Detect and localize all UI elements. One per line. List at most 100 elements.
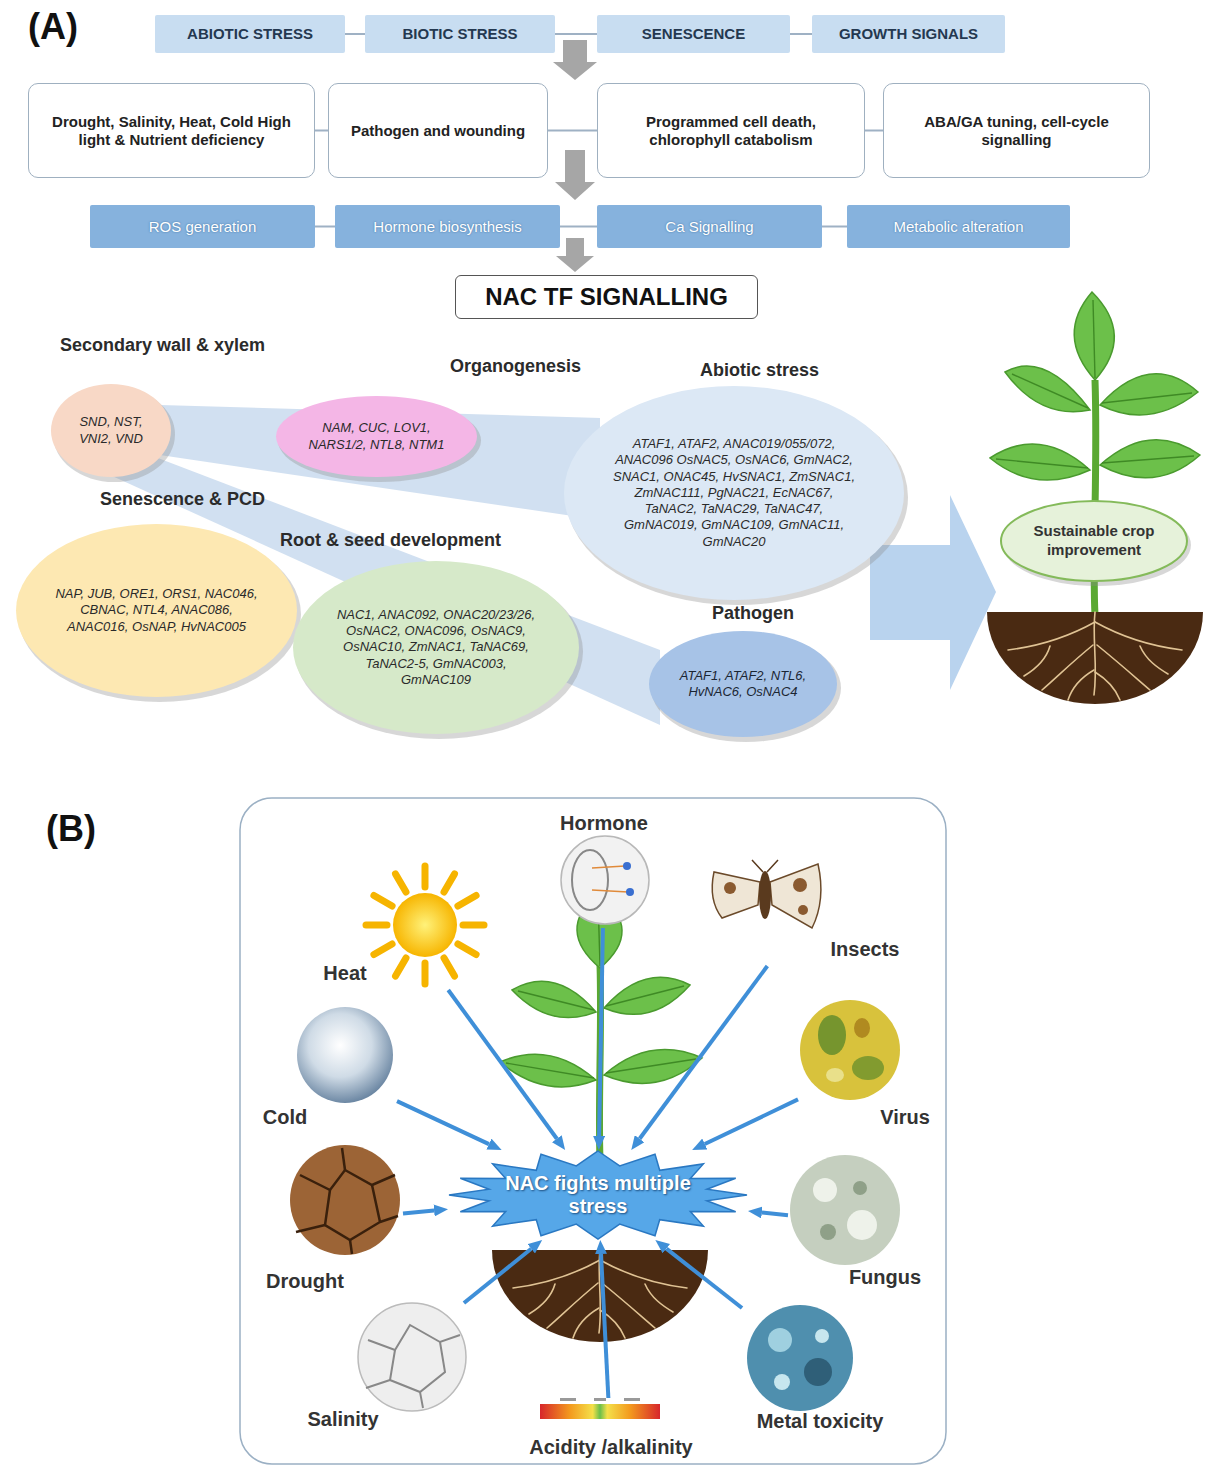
label-holder: Metal toxicity	[757, 1410, 884, 1433]
box-label: Metabolic alteration	[893, 218, 1023, 236]
virus-icon	[852, 1056, 884, 1080]
label-holder: Hormone	[560, 812, 648, 835]
sun-icon	[374, 896, 392, 907]
stress-arrow	[705, 1099, 798, 1144]
gene-list: Sustainable crop improvement	[1024, 522, 1163, 560]
drought-icon	[296, 1148, 398, 1254]
label-holder: Heat	[323, 962, 366, 985]
category-ellipse: Root & seed developmentNAC1, ANAC092, ON…	[280, 530, 584, 740]
stress-label: Cold	[263, 1106, 307, 1129]
stress-icon: Insects	[706, 856, 910, 966]
heading-holder: Organogenesis	[450, 356, 581, 377]
salinity-icon	[390, 1342, 445, 1392]
ellipse-heading: Secondary wall & xylem	[60, 335, 265, 356]
ellipse-heading: Senescence & PCD	[100, 489, 265, 510]
stress-icon: Drought	[263, 1143, 403, 1297]
mechanism-box: ROS generation	[90, 205, 315, 248]
process-box: Drought, Salinity, Heat, Cold High light…	[28, 83, 315, 178]
box-label: Drought, Salinity, Heat, Cold High light…	[39, 113, 304, 149]
sun-icon	[366, 866, 484, 984]
sun-icon	[458, 896, 476, 907]
drought-icon	[325, 1185, 380, 1240]
box-label: ROS generation	[149, 218, 257, 236]
label-holder: Cold	[263, 1106, 307, 1129]
stress-icon: Metal toxicity	[742, 1303, 900, 1437]
gene-list: NAC1, ANAC092, ONAC20/23/26, OsNAC2, ONA…	[329, 607, 542, 688]
category-box: ABIOTIC STRESS	[155, 15, 345, 53]
drought-icon	[350, 1240, 352, 1254]
link-line	[548, 130, 597, 132]
stress-label: Insects	[831, 938, 900, 961]
ellipse-fill	[276, 396, 477, 477]
category-ellipse: Secondary wall & xylemSND, NST, VNI2, VN…	[50, 335, 265, 483]
plant-a	[1102, 456, 1194, 463]
plant-a	[1005, 366, 1090, 412]
body-holder: NAP, JUB, ORE1, ORS1, NAC046, CBNAC, NTL…	[52, 586, 261, 635]
body-holder: SND, NST, VNI2, VND	[66, 414, 156, 447]
salinity-icon	[358, 1303, 466, 1411]
stress-label: Acidity /alkalinity	[529, 1436, 692, 1459]
flow-arrow	[556, 238, 594, 272]
mechanism-box: Ca Signalling	[597, 205, 822, 248]
category-ellipse: Senescence & PCD NAP, JUB, ORE1, ORS1, NA…	[15, 489, 302, 703]
link-line	[555, 33, 597, 35]
label-holder: Drought	[266, 1270, 344, 1293]
category-ellipse: PathogenATAF1, ATAF2, NTL6, HvNAC6, OsNA…	[648, 603, 842, 743]
stress-icon: Virus	[798, 998, 942, 1132]
virus-icon	[800, 1000, 900, 1100]
drought-icon	[300, 1170, 395, 1190]
drought-icon	[290, 1145, 400, 1255]
virus-icon	[800, 1000, 900, 1100]
salinity-icon	[358, 1303, 466, 1411]
sun-icon	[396, 874, 407, 892]
fungus-icon	[790, 1155, 900, 1265]
ph-bar	[560, 1398, 576, 1401]
label-holder: Virus	[880, 1106, 930, 1129]
starburst-label: NAC fights multiple stress	[503, 1172, 693, 1218]
label-holder: Insects	[831, 938, 900, 961]
plant-a	[996, 300, 1194, 468]
process-box: Programmed cell death, chlorophyll catab…	[597, 83, 865, 178]
stress-arrow	[397, 1101, 489, 1144]
moth-icon	[712, 860, 821, 928]
heading-holder: Senescence & PCD	[100, 489, 265, 510]
drought-icon	[296, 1225, 325, 1232]
plant-a	[1100, 374, 1198, 415]
label-holder: (B)	[46, 808, 96, 850]
metal-icon	[747, 1305, 853, 1411]
link-line	[315, 130, 328, 132]
category-ellipse: Abiotic stressATAF1, ATAF2, ANAC019/055/…	[563, 360, 909, 606]
cold-icon	[297, 1007, 393, 1103]
metal-icon	[747, 1305, 853, 1411]
stress-label: Heat	[323, 962, 366, 985]
ph-bar	[540, 1404, 660, 1419]
mechanism-box: Metabolic alteration	[847, 205, 1070, 248]
link-line	[560, 226, 597, 228]
metal-icon	[804, 1358, 832, 1386]
ellipse-fill	[1001, 501, 1187, 581]
link-line	[345, 33, 365, 35]
stress-arrow	[601, 1254, 608, 1398]
stress-icon: Salinity	[296, 1303, 468, 1435]
plant-a	[1093, 300, 1095, 378]
hormone-icon	[561, 836, 649, 924]
plant-a	[1074, 292, 1114, 380]
stress-icon: Cold	[255, 1004, 397, 1132]
heading-holder: Pathogen	[712, 603, 794, 624]
ellipse-fill	[51, 384, 171, 477]
sun-icon	[393, 893, 457, 957]
stress-label: Drought	[266, 1270, 344, 1293]
moth-icon	[759, 871, 771, 919]
label-holder: Fungus	[849, 1266, 921, 1289]
box-label: ABA/GA tuning, cell-cycle signalling	[894, 113, 1139, 149]
drought-icon	[380, 1216, 398, 1222]
stress-label: Hormone	[560, 812, 648, 835]
sun-icon	[396, 958, 407, 976]
stress-label: Metal toxicity	[757, 1410, 884, 1433]
plant-a	[987, 612, 1203, 704]
panel-label: (A)	[28, 6, 78, 48]
fungus-icon	[853, 1181, 867, 1195]
starburst-fill	[449, 1151, 747, 1239]
gene-list: ATAF1, ATAF2, NTL6, HvNAC6, OsNAC4	[673, 668, 814, 701]
plant-a	[990, 444, 1090, 480]
